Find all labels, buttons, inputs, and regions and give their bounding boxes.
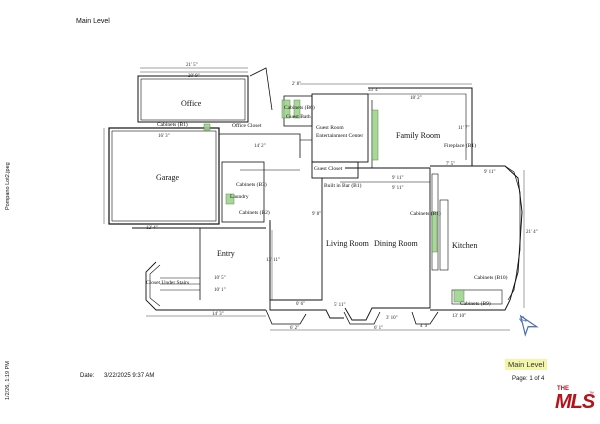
room-entry: Entry xyxy=(217,249,235,258)
room-closet-under-stairs: Closet Under Stairs xyxy=(146,280,190,286)
dim-stair-w2: 10' 1" xyxy=(214,288,226,293)
north-arrow-icon xyxy=(509,307,545,343)
guest-closet-wall xyxy=(311,161,359,179)
dim-family-w2: 18' 2" xyxy=(410,96,422,101)
cabinet-laundry-b3: Cabinets (B3) xyxy=(236,182,267,188)
dim-bottom-b: 6' 2" xyxy=(290,326,300,331)
room-living-room: Living Room xyxy=(326,239,369,248)
dim-family-h: 11' 7" xyxy=(458,126,470,131)
dim-bottom-c: 5' 11" xyxy=(334,303,346,308)
dim-entry-bottom: 14' 3" xyxy=(212,312,224,317)
room-built-in-bar: Built in Bar (B1) xyxy=(324,183,362,189)
kitchen-wall xyxy=(430,165,523,311)
room-laundry: Laundry xyxy=(230,194,249,200)
room-office-closet: Office Closet xyxy=(232,123,262,129)
mls-logo: THE MLS ™ xyxy=(555,384,595,420)
room-guest-bath: Guest Bath xyxy=(286,114,311,120)
family-room-fixture xyxy=(371,109,379,161)
logo-mls: MLS xyxy=(555,391,595,413)
room-family-room: Family Room xyxy=(396,131,441,140)
dim-office-w1: 21' 5" xyxy=(186,63,198,68)
laundry-wall xyxy=(221,161,265,223)
room-dining-room: Dining Room xyxy=(374,239,418,248)
page-title: Main Level xyxy=(76,18,110,25)
dim-entry-w: 12' 4" xyxy=(146,226,158,231)
room-garage: Garage xyxy=(156,173,180,182)
room-guest-room: Guest Room xyxy=(316,125,344,131)
dim-bottom-d: 3' 10" xyxy=(386,316,398,321)
date-label: Date: xyxy=(80,373,95,379)
room-fireplace: Fireplace (B1) xyxy=(444,143,476,149)
office-wall xyxy=(137,75,249,123)
dim-living-w2: 9' 11" xyxy=(392,186,404,191)
cabinet-kitchen-b9: Cabinets (B9) xyxy=(460,301,491,307)
dim-bottom-a: 0' 6" xyxy=(296,302,306,307)
guest-bath-fixture xyxy=(281,99,291,119)
dim-living-w1: 9' 11" xyxy=(392,176,404,181)
date-value: 3/22/2025 9:37 AM xyxy=(104,373,155,379)
room-kitchen: Kitchen xyxy=(452,241,478,250)
dim-hall-w: 14' 2" xyxy=(254,144,266,149)
cabinet-guest-b6: Cabinets (B6) xyxy=(284,105,315,111)
logo-tm: ™ xyxy=(589,391,594,397)
dim-garage-w: 16' 3" xyxy=(158,134,170,139)
dim-kitchen-top2: 9' 11" xyxy=(484,170,496,175)
dim-bottom-e: 6' 1" xyxy=(374,326,384,331)
cabinet-kitchen-b1: Cabinets (B1) xyxy=(410,211,441,217)
room-entertainment-center: Entertainment Center xyxy=(316,133,364,139)
kitchen-counter-fixture xyxy=(431,211,438,253)
dim-entry-h: 13' 11" xyxy=(266,258,281,263)
level-badge: Main Level xyxy=(505,359,548,370)
dim-stair-w: 10' 5" xyxy=(214,276,226,281)
cabinet-kitchen-b10: Cabinets (B10) xyxy=(474,275,508,281)
dim-bottom-f: 13' 10" xyxy=(452,314,467,319)
dining-room-wall xyxy=(344,167,431,321)
entry-bay-wall xyxy=(145,261,266,311)
dim-bottom-g: 4' 9" xyxy=(420,324,430,329)
laundry-fixture xyxy=(225,193,235,205)
dim-kitchen-h: 21' 4" xyxy=(526,230,538,235)
dim-family-w: 33' 4" xyxy=(368,88,380,93)
dim-bar-h: 9' 8" xyxy=(312,212,322,217)
dim-office-w2: 20' 9" xyxy=(188,74,200,79)
dim-top-mid: 2' 8" xyxy=(292,82,302,87)
logo-the: THE xyxy=(557,386,569,392)
cabinet-office: Cabinets (B1) xyxy=(157,122,188,128)
room-guest-closet: Guest Closet xyxy=(314,166,343,172)
dim-kitchen-top: 7' 5" xyxy=(446,162,456,167)
page-number: Page: 1 of 4 xyxy=(512,376,545,382)
garage-wall xyxy=(108,127,220,225)
cabinet-laundry-b2: Cabinets (B2) xyxy=(239,210,270,216)
room-office: Office xyxy=(181,99,202,108)
